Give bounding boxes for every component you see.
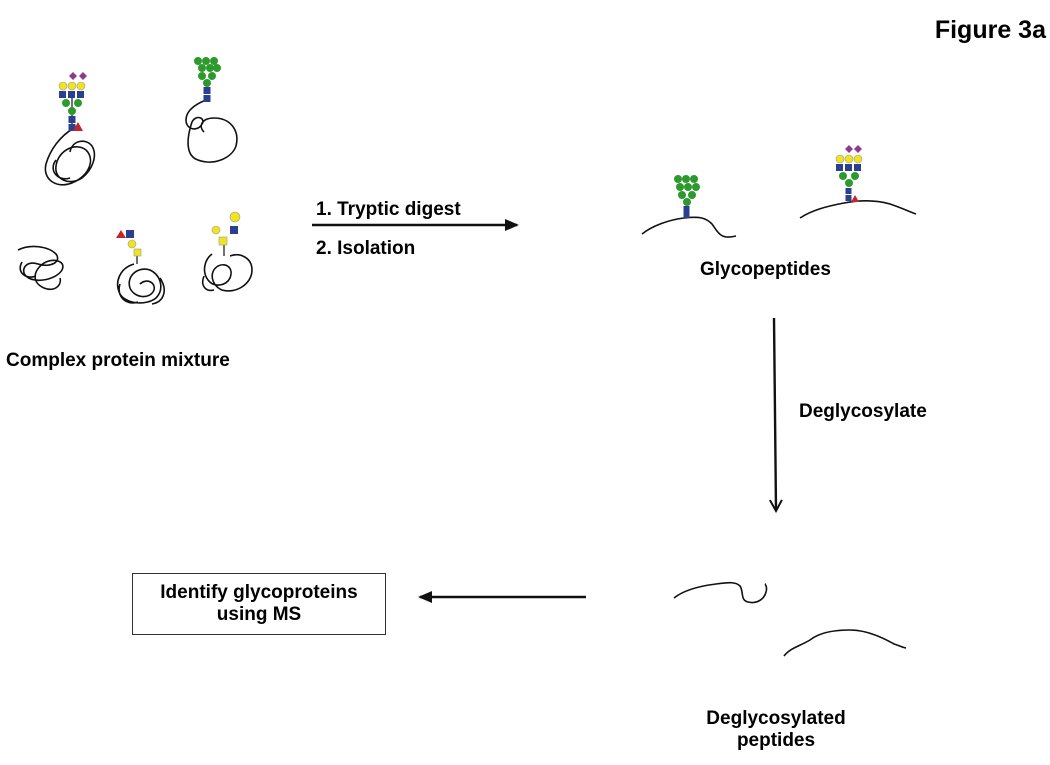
glycopeptide-sialylated xyxy=(799,145,917,219)
deglycosylated-peptides-label: Deglycosylated peptides xyxy=(676,708,876,752)
identify-glycoproteins-box: Identify glycoproteins using MS xyxy=(132,573,386,635)
deglycosylate-label: Deglycosylate xyxy=(799,401,927,422)
protein-unglycosylated xyxy=(17,245,64,291)
step-tryptic-digest: 1. Tryptic digest xyxy=(316,199,461,220)
deglycosylated-label-line2: peptides xyxy=(736,730,816,751)
figure-title: Figure 3a xyxy=(934,16,1046,44)
glycoprotein-complex-sialylated xyxy=(44,72,96,186)
glycoprotein-high-mannose xyxy=(185,57,238,163)
glycoprotein-o-linked-fucosylated xyxy=(116,230,165,305)
deglycosylated-label-line1: Deglycosylated xyxy=(706,708,846,729)
result-line1: Identify glycoproteins xyxy=(160,582,358,603)
glycopeptides-label: Glycopeptides xyxy=(700,259,831,280)
mixture-label: Complex protein mixture xyxy=(6,350,230,371)
step-isolation: 2. Isolation xyxy=(316,238,416,259)
glycopeptide-high-mannose xyxy=(641,175,737,238)
deglycosylated-peptide-2 xyxy=(783,629,907,657)
deglycosylate-arrow xyxy=(774,317,776,510)
deglycosylated-peptide-1 xyxy=(673,581,768,604)
result-line2: using MS xyxy=(216,604,302,625)
glycoprotein-o-linked-core xyxy=(201,211,253,292)
